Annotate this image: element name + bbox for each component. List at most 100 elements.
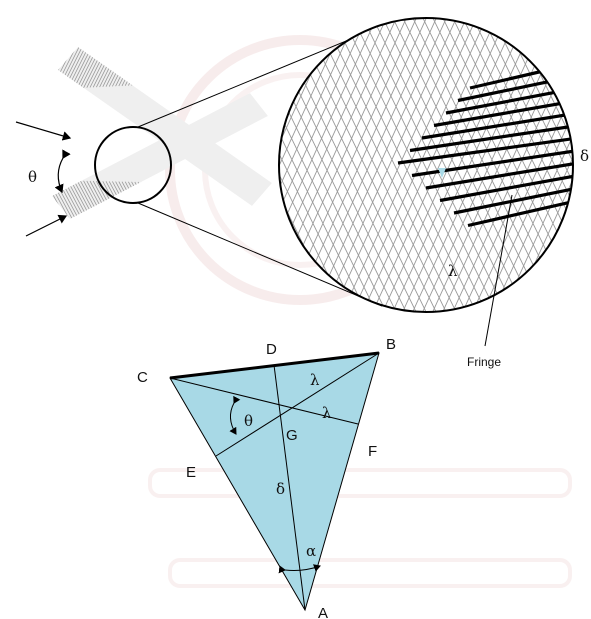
beam-2-line xyxy=(124,181,158,219)
zoom-grating-a-line xyxy=(378,18,521,312)
zoom-grating-a-line xyxy=(308,18,451,312)
fringe-triangle xyxy=(169,352,380,612)
beam-1-line xyxy=(70,47,102,89)
beam-1-line xyxy=(156,47,188,85)
zoom-grating-a-line xyxy=(279,18,391,312)
fringe-line xyxy=(433,98,573,128)
beam-1-line xyxy=(285,18,315,78)
zoom-grating-b-line xyxy=(458,18,573,312)
lambda-label-zoom: λ xyxy=(448,262,458,280)
point-c: C xyxy=(137,369,148,386)
zoom-grating-b-line xyxy=(378,18,531,312)
zoom-grating-a-line xyxy=(458,18,573,312)
beam-1-line xyxy=(108,47,140,87)
beam-1-line xyxy=(166,47,198,84)
beam-1-line xyxy=(128,47,159,86)
zoom-grating-a-line xyxy=(579,10,591,320)
beam-1-line xyxy=(121,47,153,87)
zoom-grating-a-line xyxy=(388,18,531,312)
fringe-label: Fringe xyxy=(467,355,501,369)
beam-2-line xyxy=(112,181,145,219)
zoom-grating-b-line xyxy=(308,18,461,312)
incident-arrow-bottom xyxy=(25,214,68,237)
beam-1-line xyxy=(163,47,194,84)
beam-1-line xyxy=(124,47,156,86)
beam-2-line xyxy=(67,180,100,219)
beam-1-line xyxy=(118,47,150,87)
zoom-grating-b-line xyxy=(279,18,351,312)
beam-1-line xyxy=(176,47,207,84)
beam-1-line xyxy=(137,47,169,86)
incident-arrow-top xyxy=(15,121,72,141)
fringe-line xyxy=(409,123,573,153)
beam-1-line xyxy=(160,47,191,85)
zoom-circle xyxy=(278,17,574,313)
line-b-e xyxy=(215,352,380,457)
zoom-grating-b-line xyxy=(468,18,573,312)
beam-1-line xyxy=(153,47,185,85)
beam-1-line xyxy=(58,47,70,91)
zoom-grating-b-line xyxy=(478,18,573,312)
beam-1-line xyxy=(169,47,201,84)
alpha-label: α xyxy=(306,542,316,560)
zoom-grating-a-line xyxy=(398,18,541,312)
zoom-grating-b-line xyxy=(579,10,591,320)
point-b: B xyxy=(386,336,396,353)
beam-1-line xyxy=(144,47,175,85)
fringe-line xyxy=(439,173,573,203)
alpha-arc xyxy=(278,564,321,574)
point-g: G xyxy=(286,427,298,444)
beam-2-line xyxy=(137,181,171,219)
beam-1-line xyxy=(58,47,63,91)
beam-1-line xyxy=(147,47,178,85)
beam-2-line xyxy=(128,181,161,219)
zoom-grating-a-line xyxy=(328,18,471,312)
magnify-circle xyxy=(94,126,172,204)
beam-1-line xyxy=(282,18,312,78)
fringe-line xyxy=(467,198,573,228)
beam-2-line xyxy=(121,181,155,219)
zoom-grating-a-line xyxy=(318,18,461,312)
beam-1-line xyxy=(58,47,66,91)
beam-2-line xyxy=(16,180,48,240)
zoom-grating-b-line xyxy=(318,18,471,312)
zoom-grating-b-line xyxy=(368,18,521,312)
beam-1-line xyxy=(276,18,306,78)
beam-2-line xyxy=(118,181,152,219)
zoom-tangent-bottom xyxy=(137,202,383,307)
beam-1-line xyxy=(268,47,272,79)
zoom-grating-b-line xyxy=(279,18,381,312)
theta-label-tri: θ xyxy=(244,412,253,430)
point-f: F xyxy=(368,443,377,460)
zoom-grating-b-line xyxy=(279,18,391,312)
beam-1-line xyxy=(67,47,98,89)
point-e: E xyxy=(186,464,196,481)
zoom-grating-b-line xyxy=(498,18,573,312)
line-c-f xyxy=(169,377,359,425)
zoom-grating-b-line xyxy=(298,18,451,312)
beam-1-line xyxy=(265,47,272,79)
point-d: D xyxy=(266,341,277,358)
beam-2-line xyxy=(115,181,148,219)
beam-2-line xyxy=(52,179,68,219)
beam-1-line xyxy=(112,47,143,87)
fringe-line xyxy=(453,186,573,215)
zoom-grating-a-line xyxy=(358,18,501,312)
beam-1-line xyxy=(131,47,162,86)
zoom-grating-b-line xyxy=(338,18,491,312)
zoom-grating-a-line xyxy=(468,18,573,312)
beam-1-line xyxy=(150,47,182,85)
zoom-grating-a-line xyxy=(338,18,481,312)
zoom-grating-a-line xyxy=(368,18,511,312)
beam-1-line xyxy=(115,47,146,87)
point-a: A xyxy=(318,605,328,619)
fringe-line xyxy=(397,136,573,165)
zoom-grating-a-line xyxy=(279,18,371,312)
fringe-cell xyxy=(438,168,446,178)
zoom-grating-a-line xyxy=(279,18,361,312)
zoom-grating-b-line xyxy=(448,18,573,312)
fringe-line xyxy=(425,161,573,190)
zoom-grating-a-line xyxy=(478,18,573,312)
beam-1-line xyxy=(134,47,166,86)
beam-1-line xyxy=(58,47,60,91)
